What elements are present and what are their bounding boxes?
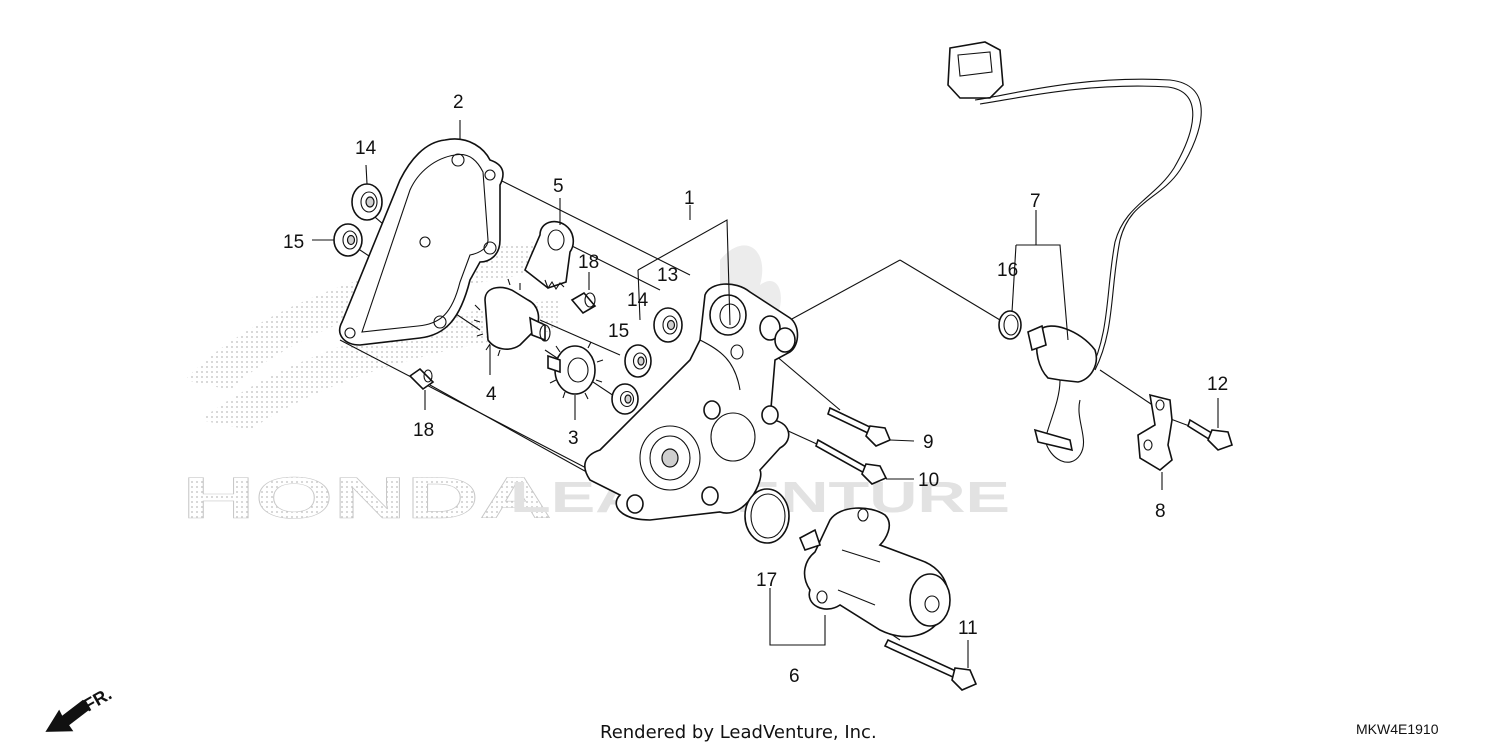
bolt-part-10 — [815, 438, 888, 485]
callout-18-lower: 18 — [413, 420, 434, 441]
callout-8: 8 — [1155, 501, 1166, 522]
callout-18-upper: 18 — [578, 252, 599, 273]
bearing-part-14-left — [351, 183, 383, 221]
callout-16: 16 — [997, 260, 1018, 281]
bolt-part-11 — [883, 638, 978, 691]
callout-4: 4 — [486, 384, 497, 405]
callout-15-left: 15 — [283, 232, 304, 253]
shift-arm-part-5 — [524, 220, 575, 291]
diagram-code: MKW4E1910 — [1356, 721, 1439, 737]
callout-6: 6 — [789, 666, 800, 687]
callout-17: 17 — [756, 570, 777, 591]
callout-labels: 1 2 3 4 5 6 7 8 9 10 11 12 13 14 14 15 1… — [283, 92, 1228, 687]
gear-part-3 — [547, 341, 604, 400]
callout-13: 13 — [657, 265, 678, 286]
gear-shaft-part-4 — [473, 278, 551, 357]
callout-5: 5 — [553, 176, 564, 197]
bearing-part-14-center — [624, 344, 652, 378]
callout-2: 2 — [453, 92, 464, 113]
sensor-harness-part-7 — [947, 41, 1202, 463]
o-ring-part-17 — [744, 488, 790, 544]
callout-3: 3 — [568, 428, 579, 449]
bearing-part-15-left — [333, 223, 363, 257]
bracket-part-8 — [1137, 393, 1173, 471]
o-ring-part-16 — [998, 310, 1022, 340]
gasket-part-2 — [338, 138, 504, 346]
bearing-part-13 — [653, 307, 683, 343]
callout-10: 10 — [918, 470, 939, 491]
bearing-part-15-center — [611, 383, 639, 415]
front-direction-marker: FR. — [45, 684, 115, 732]
housing-cover-part-1 — [584, 283, 799, 521]
callout-14-center: 14 — [627, 290, 649, 311]
honda-watermark-text: HONDA — [182, 466, 552, 531]
bolt-part-9 — [827, 406, 892, 447]
dowel-pin-part-18-upper — [570, 291, 597, 315]
bolt-part-12 — [1187, 418, 1233, 451]
render-credit: Rendered by LeadVenture, Inc. — [600, 722, 877, 743]
dowel-pin-part-18-lower — [408, 367, 435, 391]
callout-brackets — [312, 120, 1219, 668]
callout-1: 1 — [684, 188, 695, 209]
arrow-left-icon — [45, 699, 91, 732]
callout-11: 11 — [958, 618, 978, 639]
callout-15-center: 15 — [608, 321, 629, 342]
callout-9: 9 — [923, 432, 934, 453]
callout-14-left: 14 — [355, 138, 377, 159]
callout-7: 7 — [1030, 191, 1041, 212]
callout-12: 12 — [1207, 374, 1228, 395]
motor-part-6 — [798, 507, 951, 638]
